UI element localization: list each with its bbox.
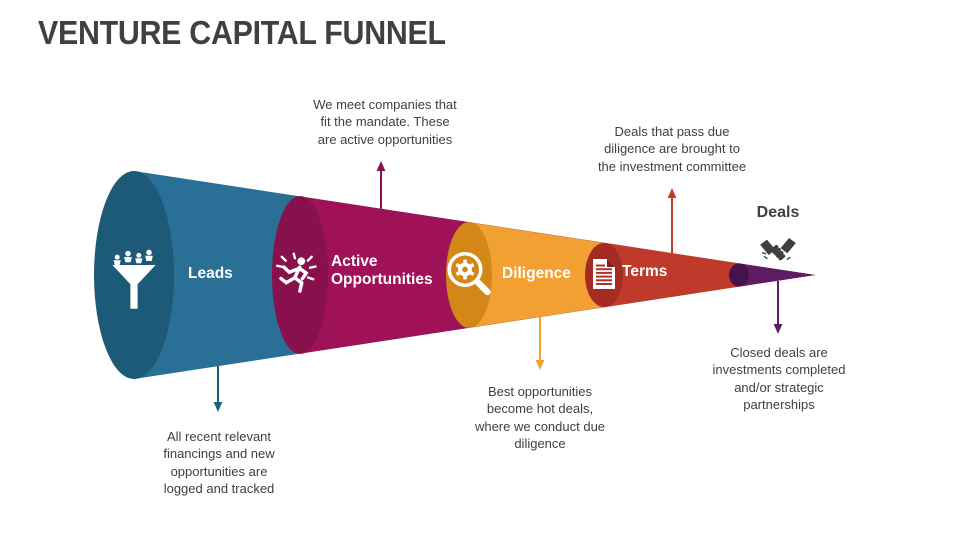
leads-arrow bbox=[213, 366, 223, 412]
funnel-stage-deals-body bbox=[739, 263, 815, 287]
annotation-terms: Deals that pass due diligence are brough… bbox=[597, 124, 747, 174]
stage-label-terms: Terms bbox=[622, 263, 668, 280]
page-title: VENTURE CAPITAL FUNNEL bbox=[38, 14, 446, 51]
terms-arrow bbox=[667, 188, 677, 253]
annotation-leads: All recent relevant financings and new o… bbox=[163, 429, 275, 496]
stage-label-diligence: Diligence bbox=[502, 265, 571, 282]
stage-label-active-opportunities: Active Opportunities bbox=[331, 253, 433, 289]
funnel-stage-deals-rim bbox=[729, 263, 749, 287]
annotation-deals: Closed deals are investments completed a… bbox=[712, 345, 846, 412]
stage-label-leads: Leads bbox=[188, 265, 233, 282]
funnel-stage-active-rim bbox=[272, 196, 328, 354]
document-icon bbox=[593, 259, 615, 289]
running-person-icon bbox=[276, 252, 317, 293]
funnel-users-icon bbox=[112, 249, 156, 309]
funnel-stage-terms-body bbox=[604, 242, 815, 308]
deals-arrow bbox=[773, 281, 783, 334]
annotation-active-opportunities: We meet companies that fit the mandate. … bbox=[313, 97, 457, 147]
handshake-icon bbox=[760, 237, 796, 261]
magnifier-gear-icon bbox=[447, 251, 491, 296]
stage-label-deals: Deals bbox=[756, 204, 800, 221]
diligence-arrow bbox=[535, 317, 545, 370]
annotation-diligence: Best opportunities become hot deals, whe… bbox=[474, 384, 606, 451]
active-opportunities-arrow bbox=[376, 161, 386, 209]
